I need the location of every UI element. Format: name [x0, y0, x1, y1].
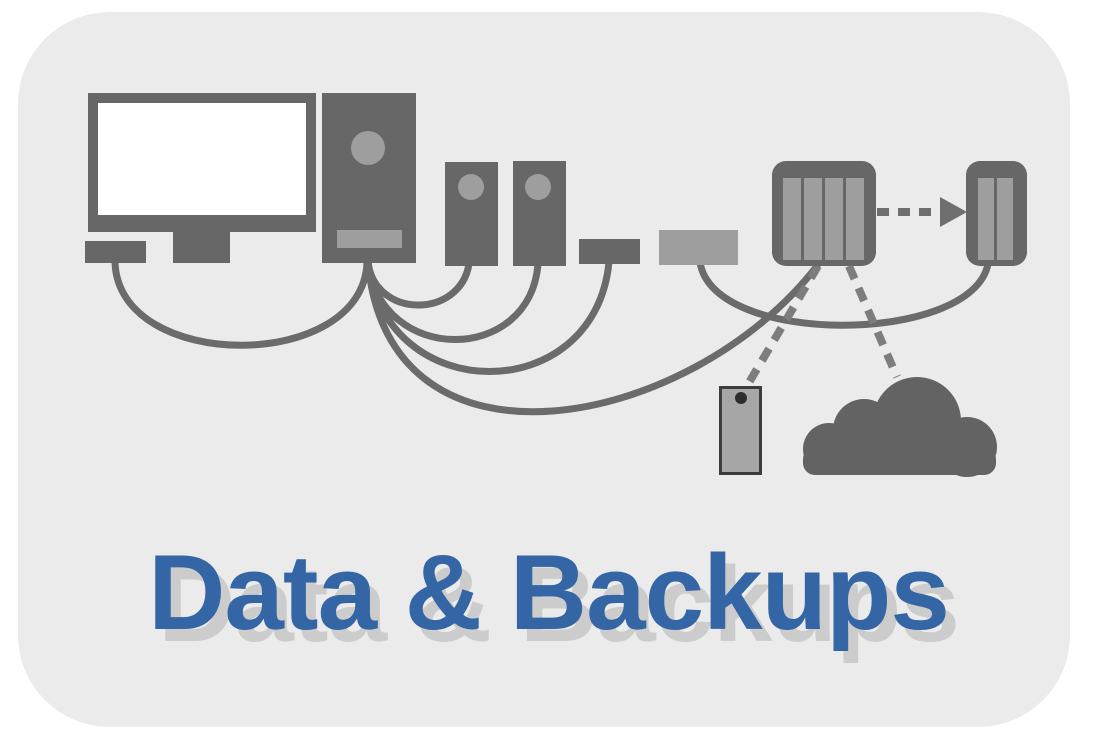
backup-drive-icon	[966, 161, 1027, 266]
cable-tower-to-drive	[364, 258, 613, 375]
drive-bay-slot	[337, 230, 402, 248]
monitor-stand	[173, 232, 230, 263]
page-title: Data & Backups	[148, 532, 950, 652]
cable-tower-to-nas	[364, 258, 821, 416]
backup-disk-stripe	[997, 178, 1013, 260]
nas-disk-stripe	[804, 178, 822, 260]
nas-disk-stripe	[783, 178, 801, 260]
cable-hub-to-backup	[696, 258, 992, 329]
backup-disk-stripe	[978, 178, 994, 260]
external-drive-icon	[579, 239, 640, 264]
monitor-icon	[88, 93, 316, 232]
backup-arrow-icon	[877, 197, 967, 227]
cable-foot-to-tower	[111, 258, 371, 349]
speaker-cone-icon	[458, 174, 484, 200]
monitor-foot-box	[85, 241, 146, 263]
power-button-icon	[351, 131, 385, 165]
nas-icon	[772, 161, 876, 266]
usb-hub-icon	[659, 230, 738, 265]
desktop-tower-icon	[322, 93, 416, 263]
speaker-cone-icon	[525, 174, 551, 200]
dashed-link-nas-to-cloud	[845, 264, 901, 379]
dashed-link-nas-to-usb	[740, 263, 822, 394]
monitor-screen	[98, 103, 306, 215]
speaker-icon-1	[445, 162, 498, 266]
cloud-icon	[803, 377, 997, 477]
nas-disk-stripe	[846, 178, 864, 260]
usb-stick-led	[735, 392, 747, 404]
nas-disk-stripe	[825, 178, 843, 260]
usb-stick-icon	[719, 386, 762, 475]
speaker-icon-2	[513, 161, 566, 266]
